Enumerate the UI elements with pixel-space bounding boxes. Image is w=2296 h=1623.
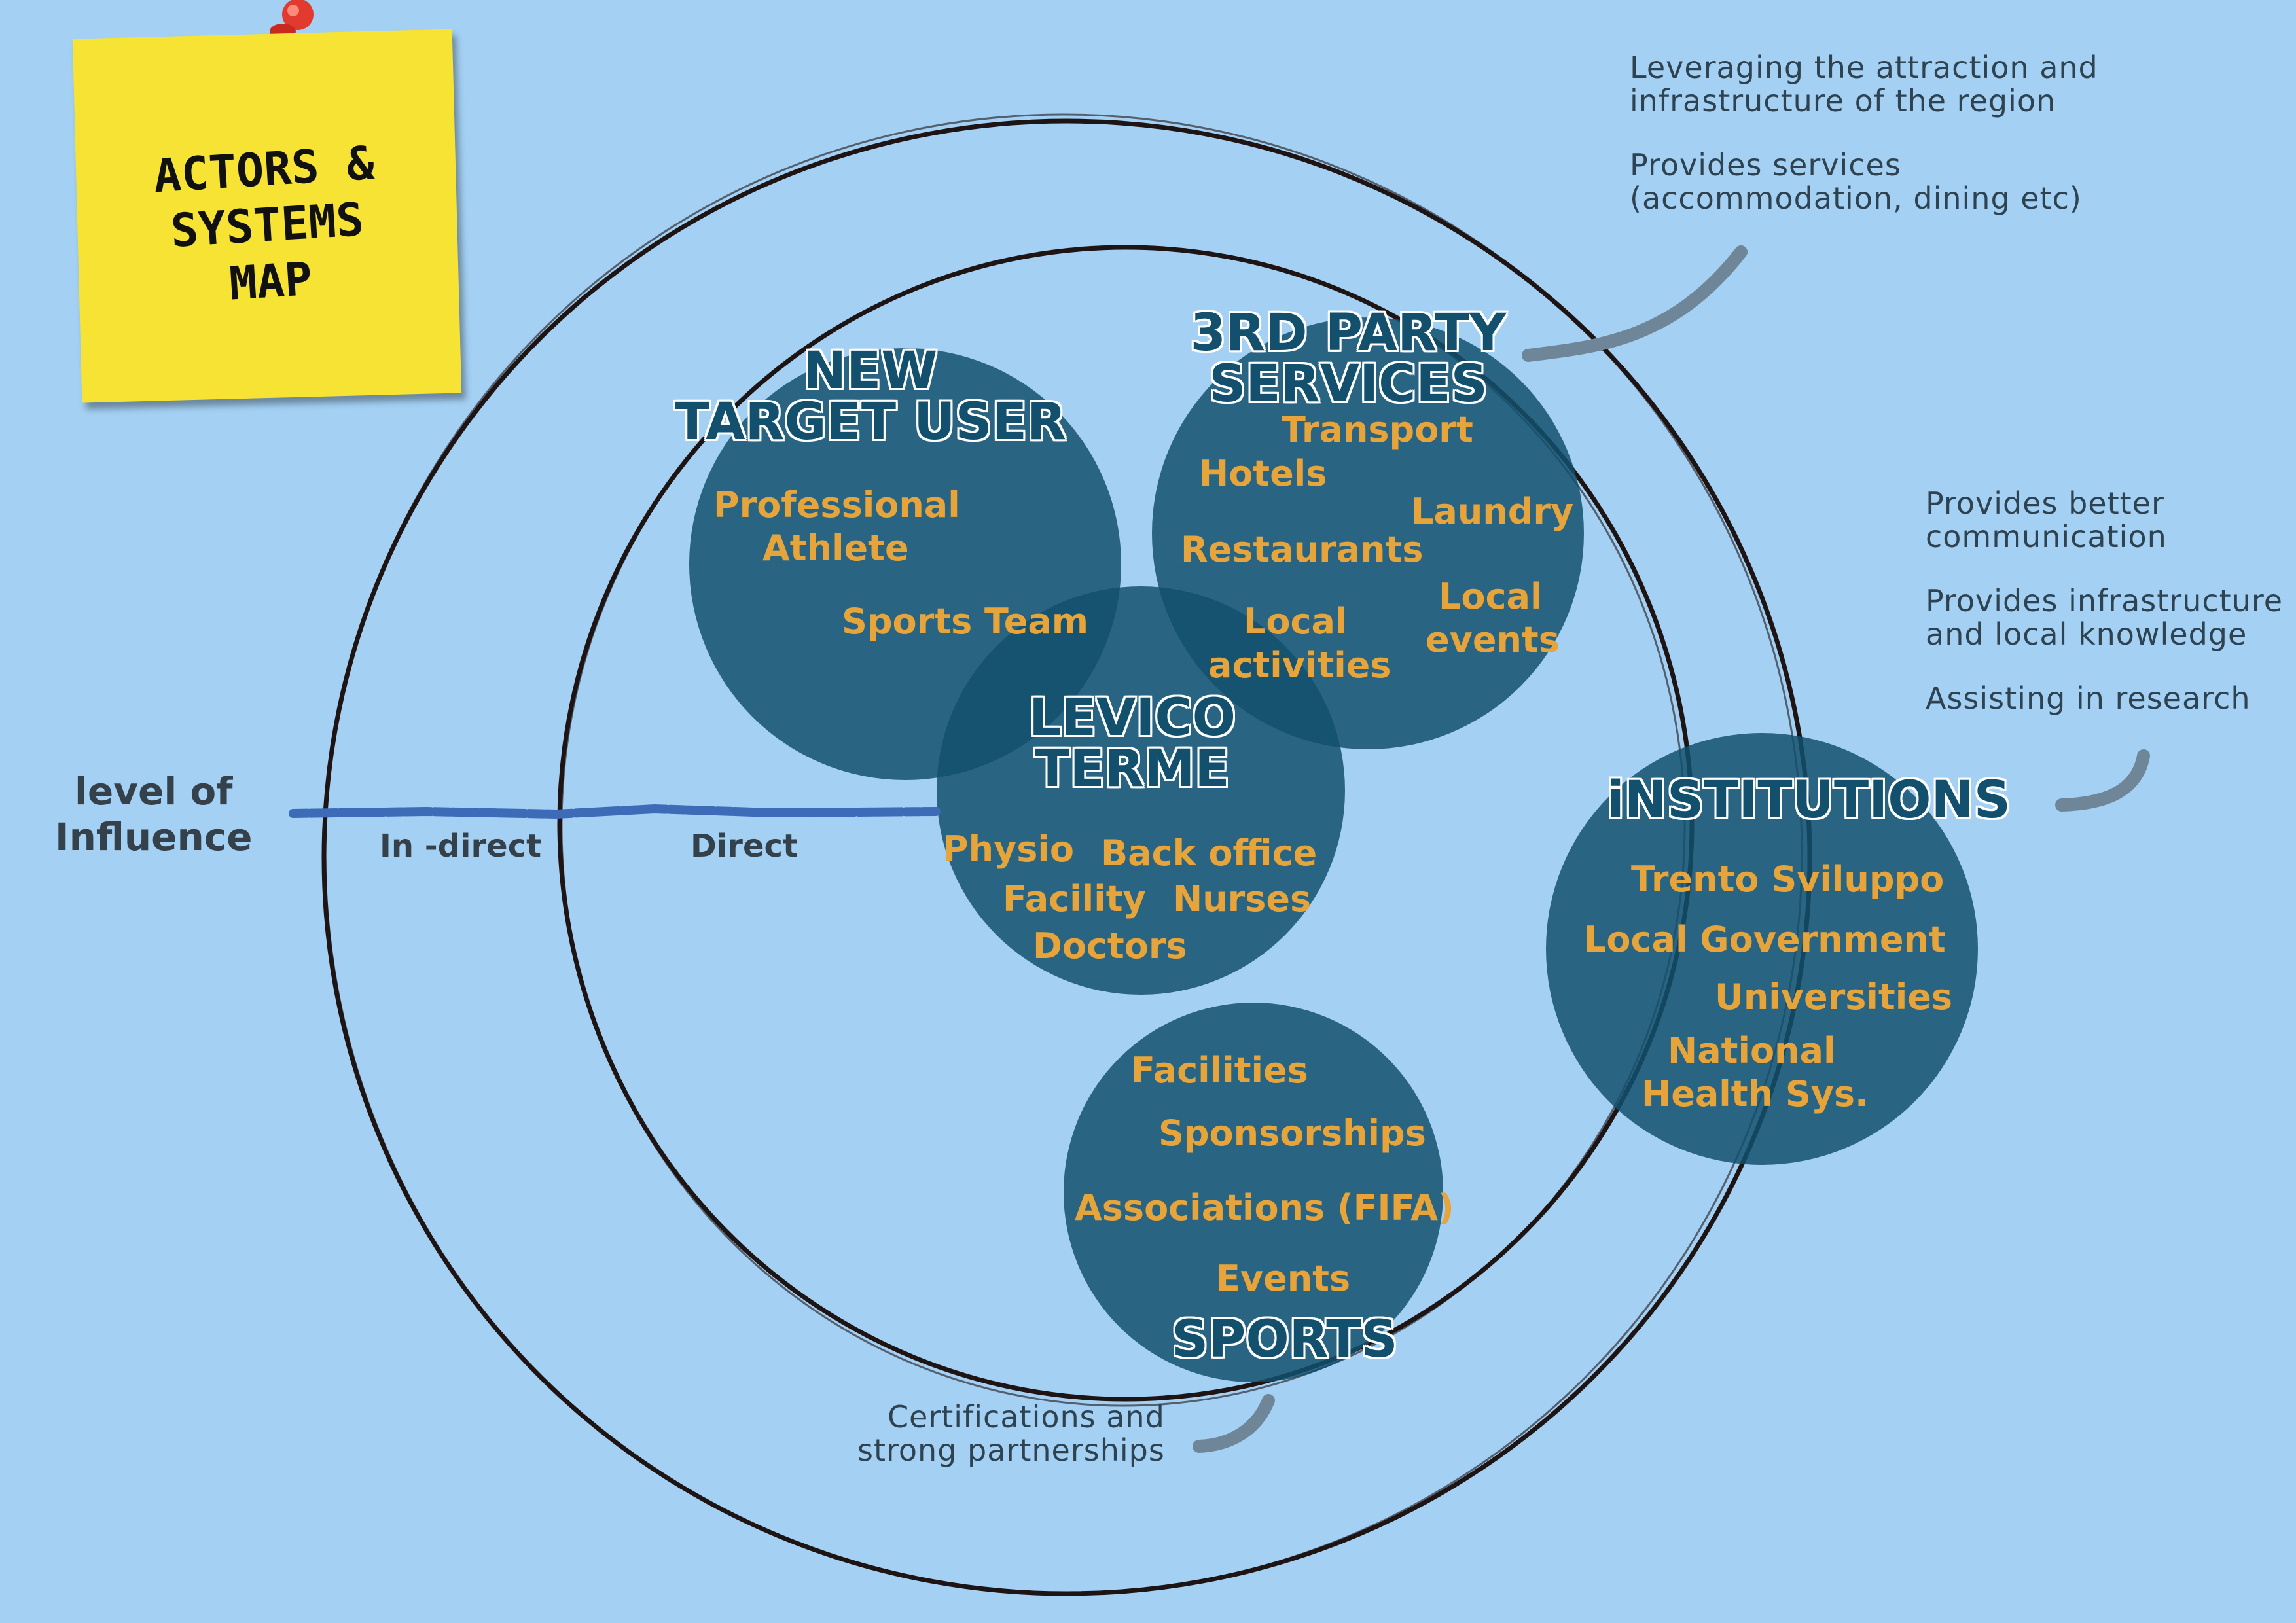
item-physio: Physio — [942, 829, 1074, 870]
item-events: Events — [1216, 1258, 1351, 1299]
note-line: Provides infrastructure — [1926, 583, 2284, 619]
third-party-connector — [1522, 245, 1748, 362]
item-doctors: Doctors — [1033, 925, 1187, 967]
title-line: 3RD PARTY — [1190, 304, 1507, 363]
item-restaurants: Restaurants — [1181, 529, 1424, 570]
third-party-note: Leveraging the attraction and infrastruc… — [1630, 51, 2098, 215]
axis-indirect-label: In -direct — [380, 828, 542, 865]
note-line: Certifications and — [887, 1399, 1165, 1435]
sports-title: SPORTS — [1172, 1310, 1398, 1369]
item-athlete: Athlete — [762, 527, 909, 569]
item-local-events-1: Local — [1439, 576, 1543, 617]
axis-label-line: Influence — [55, 814, 253, 859]
note-line: Provides better — [1926, 486, 2164, 521]
axis-label-line: level of — [74, 769, 233, 813]
item-associations: Associations (FIFA) — [1075, 1187, 1454, 1228]
note-line: strong partnerships — [857, 1432, 1165, 1468]
item-facility: Facility — [1003, 878, 1146, 919]
item-facilities: Facilities — [1131, 1050, 1308, 1091]
note-line: Leveraging the attraction and — [1630, 50, 2098, 85]
item-universities: Universities — [1715, 976, 1952, 1018]
third-party-title: 3RD PARTY SERVICES — [1152, 308, 1545, 410]
axis-label: level of Influence — [55, 769, 253, 860]
sports-note: Certifications and strong partnerships — [857, 1400, 1165, 1467]
title-line: NEW — [803, 342, 938, 401]
item-local-government: Local Government — [1584, 919, 1946, 960]
title-line: LEVICO — [1029, 688, 1236, 747]
item-local-activities-1: Local — [1244, 601, 1348, 642]
bubble-institutions — [1546, 733, 1978, 1165]
axis-direct-label: Direct — [691, 828, 798, 865]
item-sponsorships: Sponsorships — [1158, 1113, 1426, 1154]
title-line: SERVICES — [1209, 355, 1488, 414]
sticky-note: ACTORS & SYSTEMS MAP — [72, 29, 462, 403]
institutions-title: iNSTITUTIONS — [1607, 771, 2011, 830]
item-transport: Transport — [1282, 409, 1473, 450]
item-local-activities-2: activities — [1208, 645, 1391, 686]
bubble-sports — [1064, 1003, 1443, 1382]
item-trento-sviluppo: Trento Sviluppo — [1631, 859, 1945, 900]
note-line: infrastructure of the region — [1630, 82, 2056, 118]
note-line: (accommodation, dining etc) — [1630, 180, 2082, 216]
new-target-user-title: NEW TARGET USER — [661, 346, 1080, 448]
note-line: and local knowledge — [1926, 616, 2248, 652]
item-back-office: Back office — [1101, 832, 1318, 874]
note-line: communication — [1926, 518, 2167, 554]
item-professional: Professional — [713, 484, 960, 526]
item-nurses: Nurses — [1173, 878, 1312, 919]
institutions-connector — [2055, 749, 2150, 812]
note-line: Assisting in research — [1926, 681, 2251, 717]
item-sports-team: Sports Team — [842, 601, 1089, 642]
item-hotels: Hotels — [1199, 453, 1327, 494]
institutions-note: Provides better communication Provides i… — [1926, 487, 2283, 715]
title-line: TARGET USER — [674, 393, 1067, 452]
sticky-note-title: ACTORS & SYSTEMS MAP — [73, 131, 462, 321]
title-line: TERME — [1035, 740, 1230, 798]
sports-connector — [1193, 1394, 1275, 1453]
item-laundry: Laundry — [1411, 491, 1574, 532]
item-local-events-2: events — [1426, 619, 1560, 660]
bubble-levico-terme — [937, 586, 1345, 995]
influence-arrow — [289, 804, 941, 819]
item-national-health-2: Health Sys. — [1641, 1073, 1869, 1115]
item-national-health-1: National — [1668, 1030, 1836, 1071]
levico-terme-title: LEVICO TERME — [969, 692, 1296, 794]
note-line: Provides services — [1630, 147, 1901, 183]
